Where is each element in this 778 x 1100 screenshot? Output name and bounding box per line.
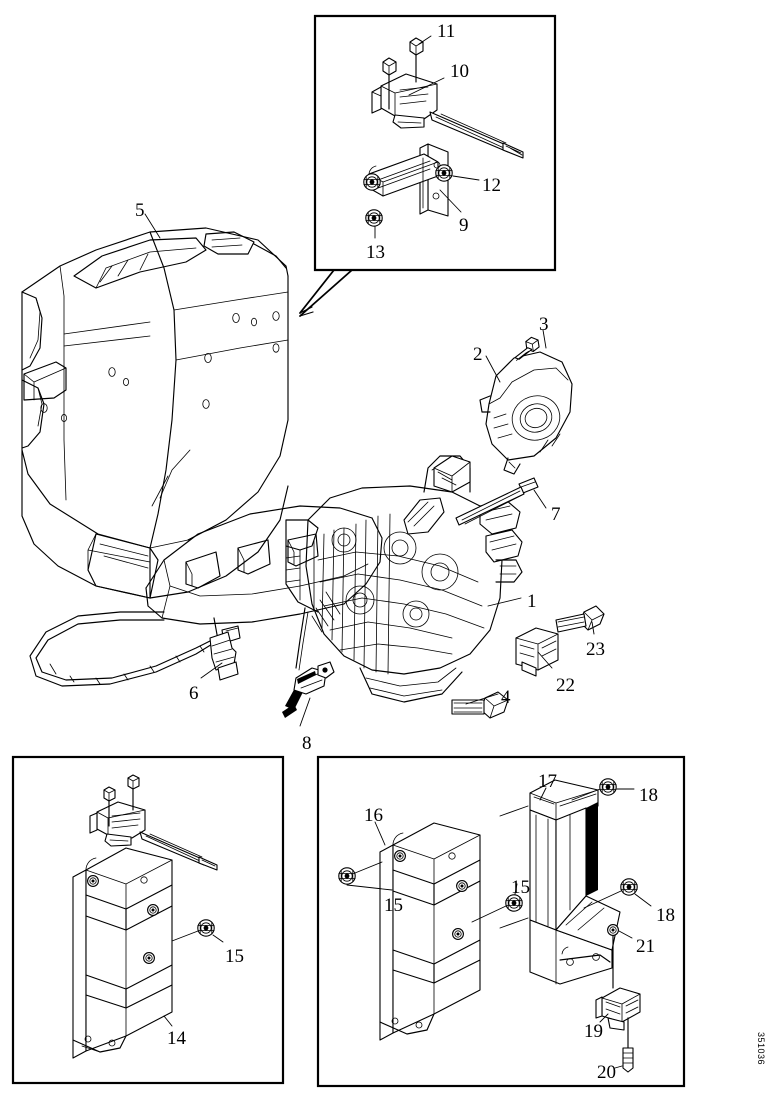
callout-14: 14 <box>167 1028 186 1049</box>
callout-15-mid: 15 <box>511 877 530 898</box>
callout-20: 20 <box>597 1062 616 1083</box>
leader-10 <box>408 77 445 96</box>
leader-15-left <box>212 934 224 943</box>
mounting-bracket-part-16 <box>338 821 523 1041</box>
callout-15-left2: 15 <box>384 895 403 916</box>
bolt-part-4 <box>451 691 509 719</box>
callout-21: 21 <box>636 936 655 957</box>
leader-16 <box>374 821 386 846</box>
support-arm-assembly <box>29 505 383 687</box>
leader-7 <box>533 489 547 509</box>
leader-15-left2 <box>346 884 393 891</box>
leader-6 <box>200 662 223 679</box>
leader-21 <box>618 930 633 939</box>
callout-23: 23 <box>586 639 605 660</box>
detail-top-actuator-group <box>371 37 524 159</box>
callout-17: 17 <box>538 771 557 792</box>
detail-panel-bottom-left-frame <box>11 755 285 1085</box>
leader-17 <box>539 787 547 801</box>
detail-top-bracket-group <box>363 143 453 239</box>
drawing-id-code: 351036 <box>756 1032 766 1066</box>
nut-part-18-top <box>599 778 617 796</box>
leader-15-mid <box>514 883 518 895</box>
bolt-part-23 <box>555 605 605 633</box>
bolt-part-3 <box>514 336 540 361</box>
detail-bl-actuator <box>89 774 218 871</box>
callout-12: 12 <box>482 175 501 196</box>
cable-bracket-part-8 <box>282 607 335 718</box>
leader-9 <box>439 189 462 213</box>
leader-23 <box>591 621 595 635</box>
detail-panel-top-frame <box>313 14 557 272</box>
leader-8 <box>299 697 311 727</box>
nut-part-18-bottom <box>620 878 638 896</box>
callout-19: 19 <box>584 1021 603 1042</box>
callout-15-left: 15 <box>225 946 244 967</box>
callout-22: 22 <box>556 675 575 696</box>
callout-3: 3 <box>539 314 549 335</box>
leader-12 <box>452 175 480 181</box>
callout-8: 8 <box>302 733 312 754</box>
callout-1: 1 <box>527 591 537 612</box>
callout-16: 16 <box>364 805 383 826</box>
leader-14 <box>163 1015 173 1027</box>
leader-11 <box>418 35 432 45</box>
callout-10: 10 <box>450 61 469 82</box>
leader-20 <box>614 1065 623 1069</box>
callout-13: 13 <box>366 242 385 263</box>
nut-part-21 <box>607 924 619 936</box>
bell-housing-cover-part-2 <box>479 351 573 475</box>
bolt-pin-part-20 <box>622 1017 634 1073</box>
leader-22 <box>537 651 553 669</box>
callout-9: 9 <box>459 215 469 236</box>
leader-1 <box>487 597 522 607</box>
callout-5: 5 <box>135 200 145 221</box>
mounting-bracket-part-14 <box>72 847 224 1059</box>
callout-11: 11 <box>437 21 456 42</box>
callout-7: 7 <box>551 504 561 525</box>
leader-4 <box>465 693 499 705</box>
callout-6: 6 <box>189 683 199 704</box>
connector-fitting-part-6 <box>209 617 239 681</box>
support-bracket-part-17 <box>499 779 621 985</box>
sensor-switch-block-part-19 <box>595 987 641 1031</box>
callout-18-top: 18 <box>639 785 658 806</box>
shroud-cover-part-5 <box>21 227 289 599</box>
mounting-block-part-22 <box>515 627 559 677</box>
stud-part-7 <box>455 477 539 526</box>
leader-2 <box>485 355 501 383</box>
detail-panel-bottom-right-frame <box>316 755 686 1088</box>
leader-18-bottom <box>634 893 652 907</box>
gearbox-assembly-part-1 <box>285 455 523 703</box>
leader-5 <box>144 213 161 239</box>
leader-19 <box>599 1013 609 1023</box>
callout-18-bottom: 18 <box>656 905 675 926</box>
leader-3 <box>542 329 547 349</box>
callout-2: 2 <box>473 344 483 365</box>
callout-4: 4 <box>501 687 511 708</box>
